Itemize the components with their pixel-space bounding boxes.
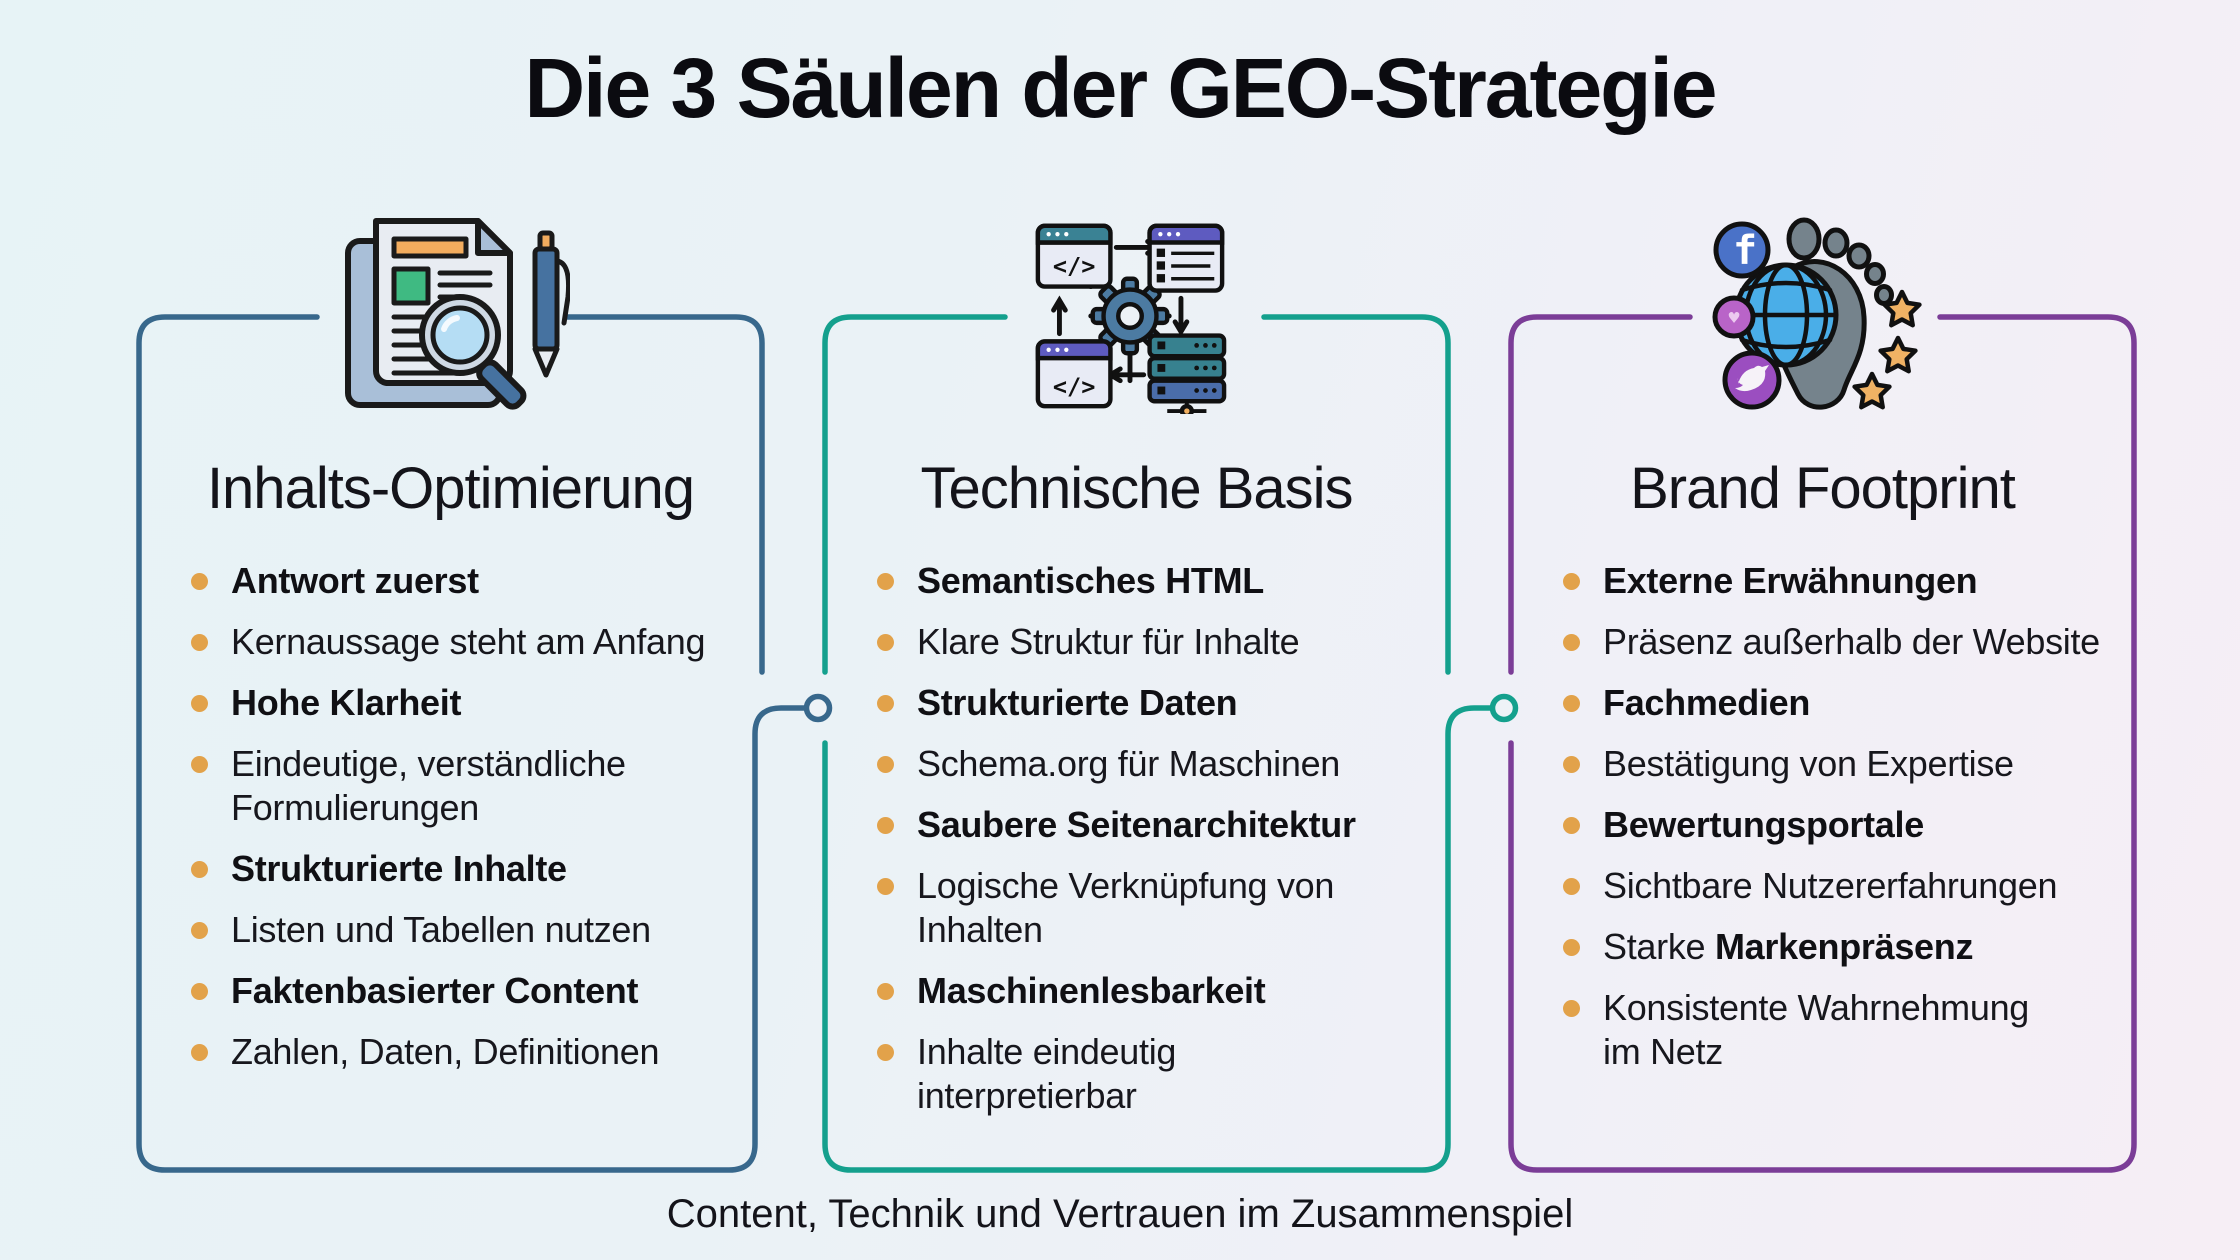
bullet-item: Logische Verknüpfung von Inhalten [877,864,1356,952]
bullet-text: Strukturierte Daten [917,682,1238,723]
bullet-text: Maschinenlesbarkeit [917,970,1266,1011]
bullet-dot-icon [1563,573,1580,590]
facebook-glyph: f [1733,228,1757,274]
bullet-dot-icon [877,695,894,712]
bullet-dot-icon [191,695,208,712]
bullet-item: Klare Struktur für Inhalte [877,620,1356,664]
bullet-dot-icon [1563,939,1580,956]
pillar1-border [136,314,833,1173]
bullet-dot-icon [877,1044,894,1061]
bullet-dot-icon [191,756,208,773]
bullet-dot-icon [1563,878,1580,895]
bullet-text: Präsenz außerhalb der Website [1603,621,2100,662]
bullet-dot-icon [191,922,208,939]
bullet-dot-icon [877,573,894,590]
bullet-text: Fachmedien [1603,682,1811,723]
bullet-dot-icon [1563,695,1580,712]
bullet-text: Schema.org für Maschinen [917,743,1341,784]
bullet-dot-icon [877,817,894,834]
bullet-item: Eindeutige, verständliche Formulierungen [191,742,705,830]
bullet-item: Bewertungsportale [1563,803,2100,847]
bullet-item: Antwort zuerst [191,559,705,603]
bullet-item: Strukturierte Daten [877,681,1356,725]
bullet-item: Starke Markenpräsenz [1563,925,2100,969]
bullet-dot-icon [877,756,894,773]
bullet-text: Saubere Seitenarchitektur [917,804,1356,845]
bullet-item: Externe Erwähnungen [1563,559,2100,603]
pillar1-heading: Inhalts-Optimierung [206,456,695,521]
bullet-item: Maschinenlesbarkeit [877,969,1356,1013]
bullet-text: Externe Erwähnungen [1603,560,1978,601]
bullet-text: Kernaussage steht am Anfang [231,621,706,662]
bullet-item: Kernaussage steht am Anfang [191,620,706,664]
bullet-text: Listen und Tabellen nutzen [231,909,651,950]
bullet-text: Starke Markenpräsenz [1603,926,1974,967]
bullet-item: Fachmedien [1563,681,2100,725]
code-glyph: </> [1053,252,1095,280]
bullet-item: Semantisches HTML [877,559,1356,603]
bullet-item: Schema.org für Maschinen [877,742,1356,786]
bullet-text: Inhalte eindeutig interpretierbar [917,1031,1177,1116]
bullet-item: Faktenbasierter Content [191,969,705,1013]
bullet-dot-icon [1563,817,1580,834]
pillar2-bullet-list: Semantisches HTML Klare Struktur für Inha… [877,559,1356,1135]
bullet-text: Faktenbasierter Content [231,970,639,1011]
pillar3-heading: Brand Footprint [1630,456,2016,521]
bullet-dot-icon [1563,634,1580,651]
bullet-item: Bestätigung von Expertise [1563,742,2100,786]
bullet-dot-icon [191,861,208,878]
pillar3-border [1508,314,2137,1173]
bullet-dot-icon [1563,756,1580,773]
bullet-dot-icon [191,573,208,590]
page-title: Die 3 Säulen der GEO-Strategie [524,41,1717,135]
bullet-text: Hohe Klarheit [231,682,462,723]
bullet-item: Hohe Klarheit [191,681,705,725]
bullet-item: Präsenz außerhalb der Website [1563,620,2100,664]
bullet-dot-icon [191,983,208,1000]
bullet-item: Saubere Seitenarchitektur [877,803,1356,847]
bullet-dot-icon [191,1044,208,1061]
bullet-text: Logische Verknüpfung von Inhalten [917,865,1335,950]
document-magnifier-pen-icon [345,218,570,410]
bullet-item: Konsistente Wahrnehmung im Netz [1563,986,2100,1074]
bullet-text: Eindeutige, verständliche Formulierungen [231,743,626,828]
bullet-text: Strukturierte Inhalte [231,848,567,889]
bullet-text: Antwort zuerst [231,560,479,601]
bullet-item: Zahlen, Daten, Definitionen [191,1030,705,1074]
bullet-text: Sichtbare Nutzererfahrungen [1603,865,2058,906]
bullet-item: Sichtbare Nutzererfahrungen [1563,864,2100,908]
pillar2-border [822,314,1519,1173]
bullet-text: Konsistente Wahrnehmung im Netz [1603,987,2030,1072]
code-glyph: </> [1053,372,1095,400]
gear-windows-server-icon: </> </> [1035,223,1227,414]
bullet-dot-icon [877,634,894,651]
bullet-text: Bewertungsportale [1603,804,1924,845]
bullet-text: Klare Struktur für Inhalte [917,621,1300,662]
heart-glyph: ♥ [1729,308,1740,329]
bullet-text: Semantisches HTML [917,560,1264,601]
pillar-card-technical-basis: Technische Basis Semantisches HTML Klare … [825,317,1448,1170]
bullet-dot-icon [877,878,894,895]
bullet-dot-icon [191,634,208,651]
bullet-item: Inhalte eindeutig interpretierbar [877,1030,1356,1118]
connector-node-1 [803,693,833,723]
bullet-item: Listen und Tabellen nutzen [191,908,705,952]
pillar2-heading: Technische Basis [920,456,1353,521]
bullet-dot-icon [877,983,894,1000]
footprint-social-globe-icon: f ♥ [1712,217,1922,410]
bullet-text: Bestätigung von Expertise [1603,743,2014,784]
bullet-item: Strukturierte Inhalte [191,847,705,891]
connector-node-2 [1489,693,1519,723]
footer-caption: Content, Technik und Vertrauen im Zusamm… [666,1192,1574,1236]
bullet-text: Zahlen, Daten, Definitionen [231,1031,660,1072]
bullet-dot-icon [1563,1000,1580,1017]
